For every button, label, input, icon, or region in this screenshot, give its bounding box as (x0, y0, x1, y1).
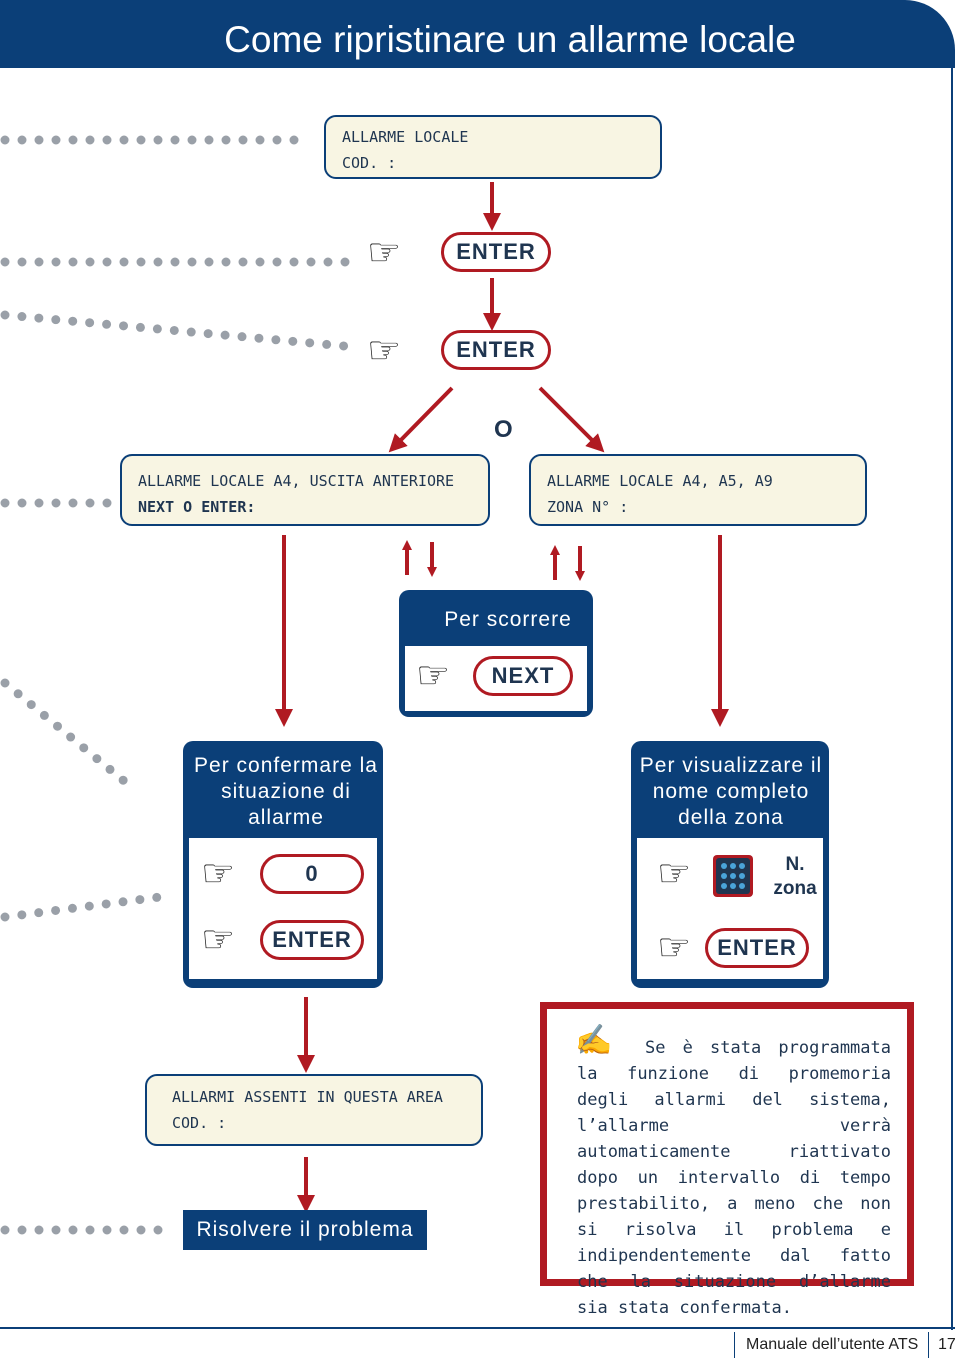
display-screen-front-exit: ALLARME LOCALE A4, USCITA ANTERIORE NEXT… (120, 454, 490, 526)
note-box: ✍ Se è stata programmata la funzione di … (540, 1002, 914, 1318)
screen-line-2: COD. : (172, 1114, 227, 1132)
page-header: Come ripristinare un allarme locale (0, 0, 955, 68)
zone-number-label: N. zona (773, 854, 817, 899)
page-number: 17 (938, 1336, 956, 1353)
enter-key-confirm[interactable]: ENTER (260, 920, 364, 960)
confirm-panel: Per confermare la situazione di allarme … (183, 741, 383, 988)
footer: Manuale dell’utente ATS 17 (734, 1332, 960, 1358)
dotted-line-5 (0, 678, 140, 795)
pointing-hand-icon: ☞ (416, 653, 451, 697)
view-zone-panel-title: Per visualizzare il nome completo della … (639, 754, 823, 829)
screen-line-2: NEXT O ENTER: (138, 498, 256, 516)
pointing-hand-icon: ☞ (201, 917, 236, 961)
scroll-panel-title: Per scorrere (444, 608, 572, 631)
dotted-line-6 (0, 892, 165, 922)
resolve-problem-label: Risolvere il problema (183, 1210, 427, 1250)
or-connector: O (494, 416, 513, 443)
pointing-hand-icon: ☞ (657, 925, 692, 969)
zero-key[interactable]: 0 (260, 854, 364, 894)
screen-line-1: ALLARME LOCALE A4, USCITA ANTERIORE (138, 472, 455, 490)
right-border-rule (951, 60, 953, 1330)
note-text: Se è stata programmata la funzione di pr… (577, 1038, 891, 1318)
screen-line-1: ALLARME LOCALE A4, A5, A9 (547, 472, 773, 490)
writing-hand-icon: ✍ (575, 1024, 613, 1057)
screen-line-2: ZONA N° : (547, 498, 629, 516)
next-key[interactable]: NEXT (473, 656, 573, 696)
pointing-hand-icon: ☞ (367, 230, 402, 274)
pointing-hand-icon: ☞ (657, 851, 692, 895)
confirm-panel-title: Per confermare la situazione di allarme (194, 754, 378, 829)
scroll-panel: Per scorrere ☞ NEXT (399, 590, 593, 717)
pointing-hand-icon: ☞ (367, 328, 402, 372)
page-title: Come ripristinare un allarme locale (224, 19, 796, 60)
display-screen-local-alarm: ALLARME LOCALE COD. : (324, 115, 662, 179)
enter-key-1[interactable]: ENTER (441, 232, 551, 272)
view-zone-panel: Per visualizzare il nome completo della … (631, 741, 829, 988)
pointing-hand-icon: ☞ (201, 851, 236, 895)
enter-key-2[interactable]: ENTER (441, 330, 551, 370)
screen-line-1: ALLARME LOCALE (342, 128, 469, 146)
footer-manual-title: Manuale dell’utente ATS (746, 1336, 919, 1353)
screen-line-2: COD. : (342, 154, 397, 172)
display-screen-no-alarms: ALLARMI ASSENTI IN QUESTA AREA COD. : (145, 1074, 483, 1146)
arrow-diag-left (388, 386, 454, 453)
display-screen-zones: ALLARME LOCALE A4, A5, A9 ZONA N° : (529, 454, 867, 526)
enter-key-zone[interactable]: ENTER (705, 928, 809, 968)
dotted-line-3 (0, 310, 360, 352)
keypad-icon[interactable] (713, 855, 753, 897)
arrow-diag-right (538, 386, 605, 453)
footer-rule (0, 1327, 955, 1329)
screen-line-1: ALLARMI ASSENTI IN QUESTA AREA (172, 1088, 443, 1106)
